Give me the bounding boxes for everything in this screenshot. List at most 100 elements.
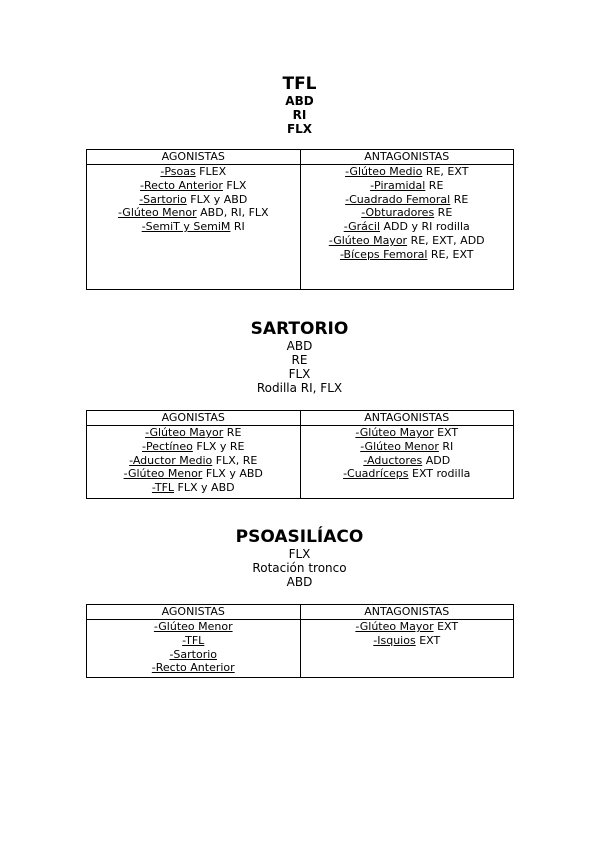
muscle-action: FLX	[222, 178, 247, 192]
muscle-link[interactable]: -Glúteo Mayor	[328, 233, 408, 247]
muscle-action: EXT	[433, 426, 459, 439]
list-item: -Sartorio	[89, 648, 298, 662]
list-item: -Glúteo Mayor RE, EXT, ADD	[303, 234, 512, 248]
muscle-link[interactable]: -Obturadores	[361, 206, 435, 220]
muscle-link[interactable]: -Sartorio	[169, 647, 218, 661]
list-item: -Isquios EXT	[303, 634, 512, 648]
list-item: -Glúteo Menor	[89, 620, 298, 634]
antagonists-cell: -Glúteo Medio RE, EXT -Piramidal RE -Cua…	[299, 164, 514, 290]
muscle-link[interactable]: -SemiT y SemiM	[141, 220, 231, 234]
section-title: TFL	[282, 74, 317, 94]
section-subtitle: FLX	[288, 547, 311, 561]
antagonists-cell: -Glúteo Mayor EXT -Glúteo Menor RI -Aduc…	[299, 425, 514, 499]
muscle-action: RE	[425, 178, 444, 192]
section-sartorio: SARTORIO ABD RE FLX Rodilla RI, FLX AGON…	[0, 319, 599, 499]
list-item: -Psoas FLEX	[89, 165, 298, 179]
muscle-action: FLX y RE	[192, 439, 245, 453]
muscle-action: ADD y RI rodilla	[380, 220, 470, 234]
section-subtitle: Rotación tronco	[252, 561, 347, 575]
section-subtitle: ABD	[286, 575, 313, 589]
muscle-link[interactable]: -Recto Anterior	[151, 661, 235, 675]
column-header-antagonists: ANTAGONISTAS	[299, 410, 514, 426]
muscle-link[interactable]: -Sartorio	[139, 192, 187, 206]
list-item: -Recto Anterior	[89, 661, 298, 675]
section-heading: TFL ABD RI FLX	[0, 74, 599, 136]
agonists-cell: -Glúteo Menor -TFL -Sartorio -Recto Ante…	[86, 619, 301, 678]
list-item: -Cuadríceps EXT rodilla	[303, 467, 512, 481]
muscle-action: RE	[450, 192, 469, 206]
muscle-action: ADD	[422, 453, 451, 467]
muscle-action: RE, EXT	[427, 247, 474, 261]
muscle-link[interactable]: -Isquios	[373, 633, 416, 647]
section-subtitle: RE	[291, 353, 308, 367]
muscle-action: EXT	[415, 633, 441, 647]
list-item: -Pectíneo FLX y RE	[89, 440, 298, 454]
muscle-link[interactable]: -Aductores	[363, 453, 423, 467]
muscle-table: AGONISTAS ANTAGONISTAS -Glúteo Mayor RE …	[86, 410, 514, 499]
list-item: -Glúteo Menor ABD, RI, FLX	[89, 206, 298, 220]
muscle-link[interactable]: -Glúteo Mayor	[145, 426, 224, 439]
muscle-table: AGONISTAS ANTAGONISTAS -Psoas FLEX -Rect…	[86, 149, 514, 290]
antagonists-cell: -Glúteo Mayor EXT -Isquios EXT	[299, 619, 514, 678]
section-tfl: TFL ABD RI FLX AGONISTAS ANTAGONISTAS -P…	[0, 74, 599, 290]
muscle-link[interactable]: -Glúteo Mayor	[355, 620, 434, 633]
muscle-link[interactable]: -Cuadrado Femoral	[345, 192, 451, 206]
list-item: -Glúteo Mayor RE	[89, 426, 298, 440]
list-item: -Glúteo Mayor EXT	[303, 426, 512, 440]
list-item: -Obturadores RE	[303, 206, 512, 220]
list-item: -SemiT y SemiM RI	[89, 220, 298, 234]
muscle-link[interactable]: -Glúteo Mayor	[355, 426, 434, 439]
muscle-link[interactable]: -Bíceps Femoral	[339, 247, 428, 261]
muscle-action: FLX y ABD	[186, 192, 248, 206]
muscle-action: FLX y ABD	[202, 467, 263, 481]
muscle-action: EXT	[433, 620, 459, 633]
section-subtitle: ABD	[285, 94, 314, 108]
muscle-action: RE	[223, 426, 242, 439]
muscle-action: RI	[230, 220, 245, 234]
list-item: -Aductor Medio FLX, RE	[89, 454, 298, 468]
muscle-link[interactable]: -Glúteo Menor	[360, 439, 439, 453]
muscle-action: RI	[438, 439, 454, 453]
muscle-action: RE, EXT	[422, 165, 469, 178]
list-item: -TFL	[89, 634, 298, 648]
muscle-link[interactable]: -Pectíneo	[142, 439, 193, 453]
list-item: -Aductores ADD	[303, 454, 512, 468]
muscle-link[interactable]: -TFL	[182, 633, 205, 647]
muscle-link[interactable]: -Cuadríceps	[343, 467, 409, 481]
agonists-cell: -Psoas FLEX -Recto Anterior FLX -Sartori…	[86, 164, 301, 290]
muscle-link[interactable]: -Glúteo Medio	[345, 165, 423, 178]
muscle-action: RE	[434, 206, 453, 220]
muscle-action: EXT rodilla	[408, 467, 471, 481]
list-item: -Recto Anterior FLX	[89, 179, 298, 193]
column-header-antagonists: ANTAGONISTAS	[299, 149, 514, 165]
list-item: -Glúteo Menor RI	[303, 440, 512, 454]
list-item: -Bíceps Femoral RE, EXT	[303, 248, 512, 262]
section-subtitle: ABD	[286, 339, 313, 353]
muscle-link[interactable]: -Psoas	[160, 165, 196, 178]
muscle-link[interactable]: -Grácil	[343, 220, 381, 234]
muscle-link[interactable]: -Piramidal	[370, 178, 426, 192]
muscle-link[interactable]: -Recto Anterior	[140, 178, 223, 192]
section-subtitle: Rodilla RI, FLX	[256, 381, 343, 395]
muscle-action: ABD, RI, FLX	[196, 206, 269, 220]
muscle-link[interactable]: -Glúteo Menor	[123, 467, 203, 481]
column-header-antagonists: ANTAGONISTAS	[299, 604, 514, 620]
muscle-action: FLX, RE	[212, 453, 258, 467]
section-heading: PSOASILÍACO FLX Rotación tronco ABD	[0, 527, 599, 589]
section-psoasiliaco: PSOASILÍACO FLX Rotación tronco ABD AGON…	[0, 527, 599, 678]
list-item: -Piramidal RE	[303, 179, 512, 193]
muscle-action: RE, EXT, ADD	[407, 233, 485, 247]
section-title: SARTORIO	[250, 319, 349, 339]
list-item: -Glúteo Medio RE, EXT	[303, 165, 512, 179]
agonists-cell: -Glúteo Mayor RE -Pectíneo FLX y RE -Adu…	[86, 425, 301, 499]
column-header-agonists: AGONISTAS	[86, 149, 301, 165]
section-subtitle: FLX	[288, 367, 311, 381]
muscle-action: FLEX	[195, 165, 227, 178]
muscle-link[interactable]: -TFL	[151, 481, 175, 495]
muscle-link[interactable]: -Glúteo Menor	[153, 620, 233, 633]
section-subtitle: FLX	[286, 122, 313, 136]
muscle-link[interactable]: -Aductor Medio	[129, 453, 213, 467]
column-header-agonists: AGONISTAS	[86, 410, 301, 426]
muscle-link[interactable]: -Glúteo Menor	[117, 206, 197, 220]
